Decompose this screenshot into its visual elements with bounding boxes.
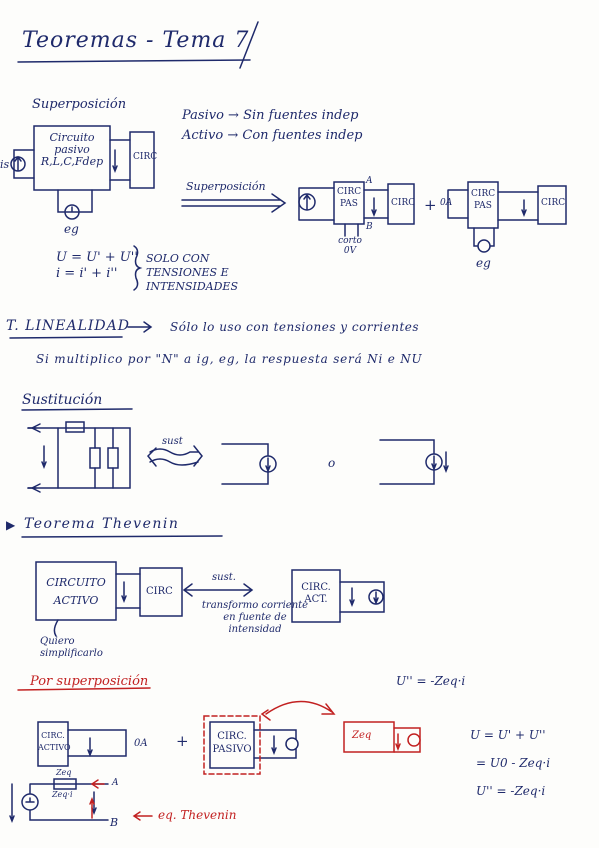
oa-label-1: 0A xyxy=(440,198,453,208)
bullet-triangle-icon: ▶ xyxy=(6,518,16,532)
eq-thevenin-label: eq. Thevenin xyxy=(158,808,237,822)
page-title: Teoremas - Tema 7 xyxy=(22,28,250,53)
circuito-pasivo-label: Circuito pasivo R,L,C,Fdep xyxy=(40,131,104,168)
heading-sustitucion: Sustitución xyxy=(22,392,103,408)
quiero-simplificarlo-note: Quiero simplificarlo xyxy=(40,636,103,659)
circ-pas-1: CIRC PAS xyxy=(337,187,362,209)
circ-label-2: CIRC xyxy=(391,198,416,208)
sust-label: sust xyxy=(162,436,183,447)
linealidad-note: Sólo lo uso con tensiones y corrientes xyxy=(170,320,420,334)
u2-formula-top: U'' = -Zeq·i xyxy=(396,674,466,688)
eq-u0: = U0 - Zeq·i xyxy=(476,756,551,770)
eq-u2: U'' = -Zeq·i xyxy=(476,784,546,798)
zeq-label: Zeq xyxy=(352,730,372,741)
heading-linealidad: T. Linealidad xyxy=(6,318,130,334)
node-a-thev: A xyxy=(112,778,119,788)
eq-sum: U = U' + U'' xyxy=(470,728,546,742)
circ-pas-2: CIRC PAS xyxy=(471,189,496,211)
circ-label-1: CIRC xyxy=(133,152,158,162)
is-label: is xyxy=(0,158,10,171)
plus-1: + xyxy=(424,196,437,214)
plus-2: + xyxy=(176,732,189,750)
superposicion-arrow-label: Superposición xyxy=(186,180,266,193)
or-label: o xyxy=(328,456,336,470)
eg-label-2: eg xyxy=(476,256,491,270)
circ-activo-label: CIRC. ACTIVO xyxy=(38,731,71,752)
eq-i: i = i' + i'' xyxy=(56,266,118,281)
linealidad-line2: Si multiplico por "N" a ig, eg, la respu… xyxy=(36,352,423,366)
corto-label: corto 0V xyxy=(338,236,362,256)
zeq-small-label: Zeq xyxy=(56,768,72,777)
node-a-label: A xyxy=(366,176,373,186)
circ-act-label: CIRC. ACT. xyxy=(301,582,331,605)
transformo-note: transformo corriente en fuente de intens… xyxy=(201,600,309,635)
eg-label: eg xyxy=(64,222,79,236)
heading-thevenin: Teorema Thevenin xyxy=(24,516,180,532)
circ-label-thev: CIRC xyxy=(146,586,173,597)
activo-definition: Activo → Con fuentes indep xyxy=(182,128,363,143)
node-b-label: B xyxy=(366,222,373,232)
sust-label-thev: sust. xyxy=(212,572,236,583)
circ-label-3: CIRC xyxy=(541,198,566,208)
oa-label-2: 0A xyxy=(134,738,148,749)
pasivo-definition: Pasivo → Sin fuentes indep xyxy=(182,108,359,123)
solo-tensiones-note: solo con tensiones e intensidades xyxy=(146,252,238,293)
eq-u: U = U' + U'' xyxy=(56,250,138,265)
circuito-activo-label: Circuito activo xyxy=(46,576,106,607)
node-b-thev: B xyxy=(110,816,119,829)
circ-pasivo-label: CIRC. PASIVO xyxy=(212,731,252,755)
heading-por-superposicion: Por superposición xyxy=(30,674,149,689)
heading-superposicion: Superposición xyxy=(32,97,127,112)
zeqi-label: Zeq·i xyxy=(52,790,73,799)
